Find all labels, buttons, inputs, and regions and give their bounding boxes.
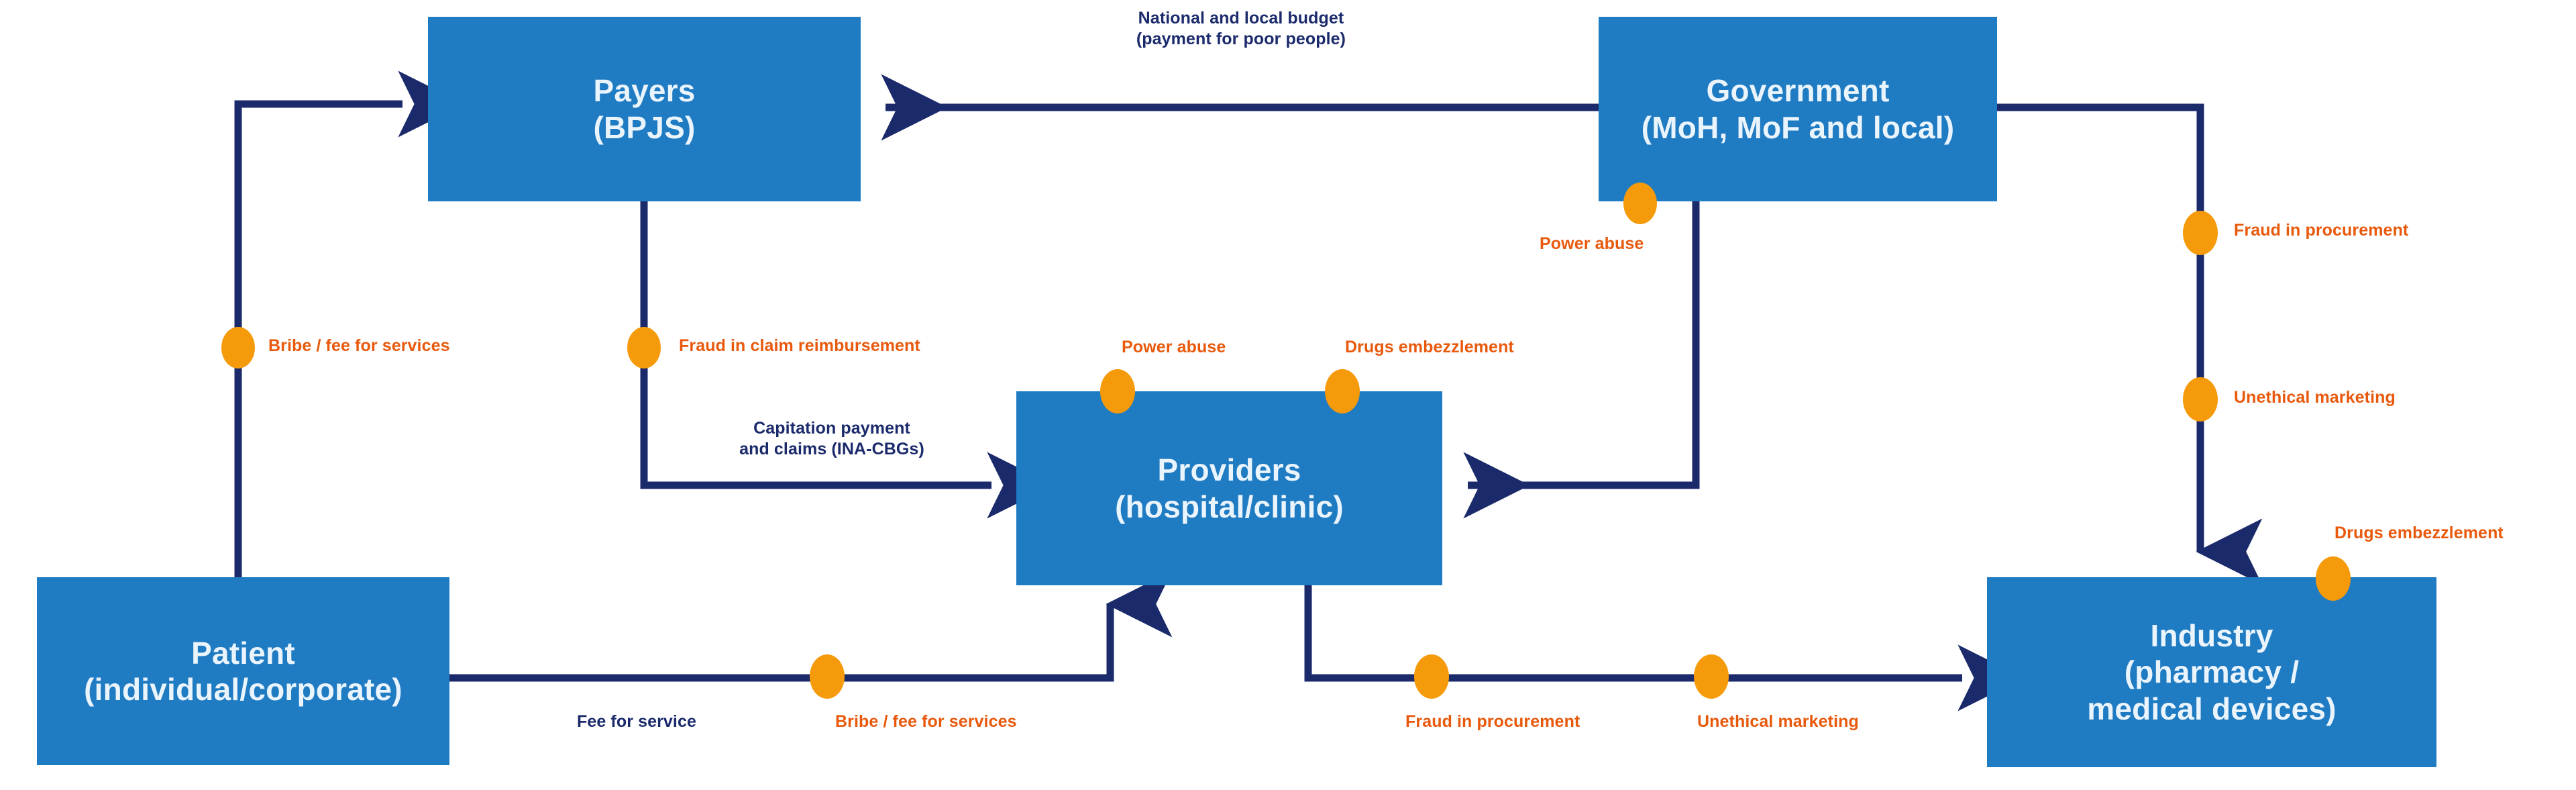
node-government[interactable]: Government (MoH, MoF and local) xyxy=(1599,17,1997,201)
risk-dot-power-abuse-government[interactable] xyxy=(1623,183,1657,224)
flow-label-fee-for-service: Fee for service xyxy=(577,712,696,731)
risk-dot-drugs-embezzlement-industry[interactable] xyxy=(2316,556,2351,601)
risk-label-power-abuse-providers: Power abuse xyxy=(1122,338,1226,356)
node-patient[interactable]: Patient (individual/corporate) xyxy=(37,577,449,765)
flow-government-to-providers xyxy=(1463,201,1700,519)
risk-label-bribe-fee-patient-provider: Bribe / fee for services xyxy=(835,712,1017,731)
risk-dot-bribe-fee-patient-provider[interactable] xyxy=(810,654,845,699)
risk-label-unethical-marketing-gov-industry: Unethical marketing xyxy=(2234,388,2396,407)
node-providers[interactable]: Providers (hospital/clinic) xyxy=(1016,391,1442,585)
flow-government-to-industry xyxy=(1997,103,2263,585)
risk-label-unethical-marketing-provider-industry: Unethical marketing xyxy=(1697,712,1859,731)
node-government-label: Government (MoH, MoF and local) xyxy=(1641,73,1955,145)
risk-dot-power-abuse-providers[interactable] xyxy=(1100,369,1135,413)
flow-patient-to-payers xyxy=(234,70,465,671)
risk-dot-fraud-procurement-gov-industry[interactable] xyxy=(2183,211,2218,255)
node-providers-label: Providers (hospital/clinic) xyxy=(1115,452,1344,524)
risk-dot-fraud-claim-reimbursement[interactable] xyxy=(627,327,661,368)
risk-dot-bribe-fee-patient-payer[interactable] xyxy=(221,327,255,368)
node-patient-label: Patient (individual/corporate) xyxy=(84,635,402,707)
risk-dot-unethical-marketing-provider-industry[interactable] xyxy=(1694,654,1729,699)
flow-label-national-budget: National and local budget (payment for p… xyxy=(1136,9,1346,48)
flow-label-capitation-payment: Capitation payment and claims (INA-CBGs) xyxy=(739,419,924,458)
risk-label-drugs-embezzlement-providers: Drugs embezzlement xyxy=(1345,338,1514,356)
node-industry-label: Industry (pharmacy / medical devices) xyxy=(2087,618,2337,726)
risk-label-power-abuse-government: Power abuse xyxy=(1540,234,1644,253)
risk-label-fraud-procurement-provider-industry: Fraud in procurement xyxy=(1405,712,1580,731)
flow-payers-to-providers xyxy=(640,201,1054,519)
risk-dot-drugs-embezzlement-providers[interactable] xyxy=(1325,369,1360,413)
risk-label-bribe-fee-patient-payer: Bribe / fee for services xyxy=(268,336,450,355)
risk-dot-fraud-procurement-provider-industry[interactable] xyxy=(1414,654,1449,699)
node-industry[interactable]: Industry (pharmacy / medical devices) xyxy=(1987,577,2436,767)
risk-label-fraud-procurement-gov-industry: Fraud in procurement xyxy=(2234,221,2409,240)
flow-patient-to-providers xyxy=(449,571,1173,682)
node-payers[interactable]: Payers (BPJS) xyxy=(428,17,861,201)
risk-dot-unethical-marketing-gov-industry[interactable] xyxy=(2183,377,2218,422)
risk-label-drugs-embezzlement-industry: Drugs embezzlement xyxy=(2334,524,2504,542)
node-payers-label: Payers (BPJS) xyxy=(593,73,696,145)
risk-label-fraud-claim-reimbursement: Fraud in claim reimbursement xyxy=(679,336,920,355)
flow-providers-to-industry xyxy=(1304,585,2025,711)
